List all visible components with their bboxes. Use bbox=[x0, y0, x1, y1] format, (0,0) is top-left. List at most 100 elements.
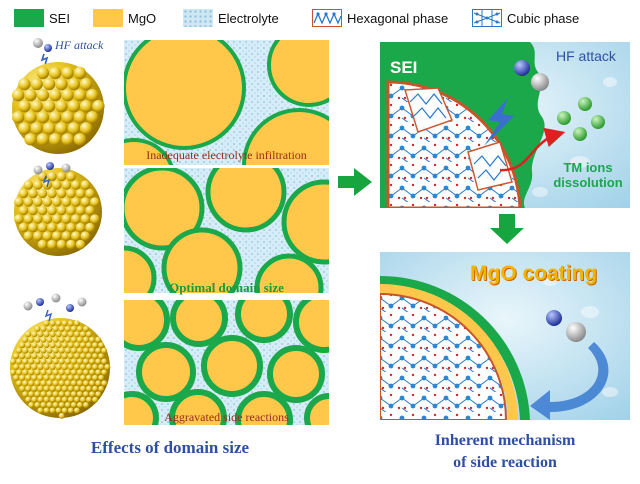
crystal-domain-bead bbox=[73, 66, 87, 80]
crystal-domain-bead bbox=[49, 374, 56, 381]
crystal-domain-bead bbox=[43, 342, 50, 349]
crystal-domain-bead bbox=[40, 391, 47, 398]
crystal-domain-bead bbox=[42, 231, 53, 241]
crystal-domain-bead bbox=[86, 88, 99, 102]
crystal-domain-bead bbox=[37, 188, 48, 199]
crystal-domain-bead bbox=[73, 111, 87, 124]
crystal-domain-bead bbox=[79, 100, 93, 113]
crystal-domain-bead bbox=[40, 369, 47, 376]
domain-panel-small bbox=[124, 300, 329, 425]
crystal-domain-bead bbox=[46, 336, 53, 343]
legend-item-electrolyte: Electrolyte bbox=[183, 6, 279, 30]
caption-line-2: of side reaction bbox=[453, 454, 557, 471]
tm-ions-dissolution-label: TM ions dissolution bbox=[546, 160, 630, 190]
crystal-domain-bead bbox=[49, 353, 56, 360]
crystal-domain-bead bbox=[66, 222, 76, 233]
legend-label: SEI bbox=[49, 10, 70, 26]
crystal-domain-bead bbox=[24, 133, 37, 146]
crystal-domain-bead bbox=[43, 396, 50, 403]
crystal-domain-bead bbox=[22, 391, 29, 398]
crystal-domain-bead bbox=[83, 391, 89, 398]
crystal-domain-bead bbox=[37, 353, 44, 360]
crystal-domain-bead bbox=[98, 353, 105, 360]
crystal-domain-bead bbox=[83, 358, 89, 365]
crystal-domain-bead bbox=[83, 369, 89, 376]
crystal-domain-bead bbox=[18, 205, 29, 216]
crystal-domain-bead bbox=[16, 369, 23, 376]
crystal-domain-bead bbox=[61, 180, 72, 190]
crystal-domain-bead bbox=[61, 396, 68, 403]
crystal-domain-bead bbox=[34, 369, 41, 376]
crystal-domain-bead bbox=[75, 188, 86, 199]
crystal-domain-bead bbox=[28, 402, 35, 408]
crystal-domain-bead bbox=[95, 347, 102, 354]
crystal-domain-bead bbox=[58, 391, 65, 398]
crystal-domain-bead bbox=[49, 385, 56, 392]
crystal-domain-bead bbox=[86, 342, 92, 349]
crystal-domain-bead bbox=[61, 353, 68, 360]
crystal-domain-bead bbox=[80, 374, 86, 381]
crystal-domain-bead bbox=[49, 320, 56, 327]
crystal-domain-bead bbox=[61, 385, 68, 392]
crystal-domain-bead bbox=[42, 100, 56, 113]
crystal-domain-bead bbox=[89, 380, 96, 387]
crystal-domain-bead bbox=[70, 369, 77, 376]
crystal-domain-bead bbox=[55, 331, 62, 338]
sei-swatch bbox=[14, 9, 44, 27]
crystal-domain-bead bbox=[46, 358, 53, 365]
crystal-domain-bead bbox=[67, 364, 74, 370]
crystal-domain-bead bbox=[101, 347, 108, 354]
crystal-domain-bead bbox=[76, 336, 83, 343]
sei-label: SEI bbox=[390, 58, 418, 77]
crystal-domain-bead bbox=[90, 214, 100, 224]
crystal-domain-bead bbox=[49, 364, 56, 370]
crystal-domain-bead bbox=[67, 353, 74, 360]
crystal-domain-bead bbox=[95, 336, 102, 343]
crystal-domain-bead bbox=[34, 325, 41, 332]
crystal-domain-bead bbox=[73, 396, 80, 403]
crystal-domain-bead bbox=[64, 402, 71, 408]
crystal-domain-bead bbox=[23, 214, 34, 224]
crystal-domain-bead bbox=[31, 364, 38, 370]
crystal-domain-bead bbox=[49, 342, 56, 349]
crystal-domain-bead bbox=[101, 358, 108, 365]
hf-molecules-middle-left bbox=[33, 162, 71, 188]
electrolyte-swatch bbox=[183, 9, 213, 27]
crystal-domain-bead bbox=[73, 133, 87, 146]
crystal-domain-bead bbox=[25, 396, 32, 403]
crystal-domain-bead bbox=[19, 364, 26, 370]
crystal-domain-bead bbox=[92, 364, 99, 370]
crystal-domain-bead bbox=[73, 364, 80, 370]
crystal-domain-bead bbox=[52, 347, 59, 354]
crystal-domain-bead bbox=[90, 197, 100, 207]
legend-label: Electrolyte bbox=[218, 10, 279, 26]
crystal-domain-bead bbox=[10, 358, 16, 365]
crystal-domain-bead bbox=[80, 396, 86, 403]
crystal-domain-bead bbox=[70, 358, 77, 365]
crystal-domain-bead bbox=[10, 369, 16, 376]
crystal-domain-bead bbox=[101, 380, 108, 387]
crystal-domain-bead bbox=[37, 342, 44, 349]
crystal-domain-bead bbox=[55, 342, 62, 349]
crystal-domain-bead bbox=[95, 380, 102, 387]
crystal-domain-bead bbox=[56, 188, 67, 199]
crystal-domain-bead bbox=[80, 180, 91, 190]
crystal-domain-bead bbox=[52, 180, 62, 190]
crystal-domain-bead bbox=[80, 331, 86, 338]
crystal-domain-bead bbox=[71, 197, 81, 207]
crystal-domain-bead bbox=[40, 380, 47, 387]
crystal-domain-bead bbox=[58, 369, 65, 376]
crystal-domain-bead bbox=[34, 402, 41, 408]
crystal-domain-bead bbox=[61, 407, 68, 414]
crystal-domain-bead bbox=[37, 374, 44, 381]
crystal-domain-bead bbox=[86, 364, 92, 370]
crystal-domain-bead bbox=[40, 347, 47, 354]
crystal-domain-bead bbox=[95, 358, 102, 365]
crystal-domain-bead bbox=[25, 374, 32, 381]
crystal-domain-bead bbox=[36, 133, 50, 146]
crystal-domain-bead bbox=[75, 222, 86, 233]
crystal-domain-bead bbox=[34, 347, 41, 354]
domain-panel-optimal bbox=[124, 168, 329, 293]
crystal-domain-bead bbox=[33, 180, 43, 190]
crystal-domain-bead bbox=[58, 347, 65, 354]
